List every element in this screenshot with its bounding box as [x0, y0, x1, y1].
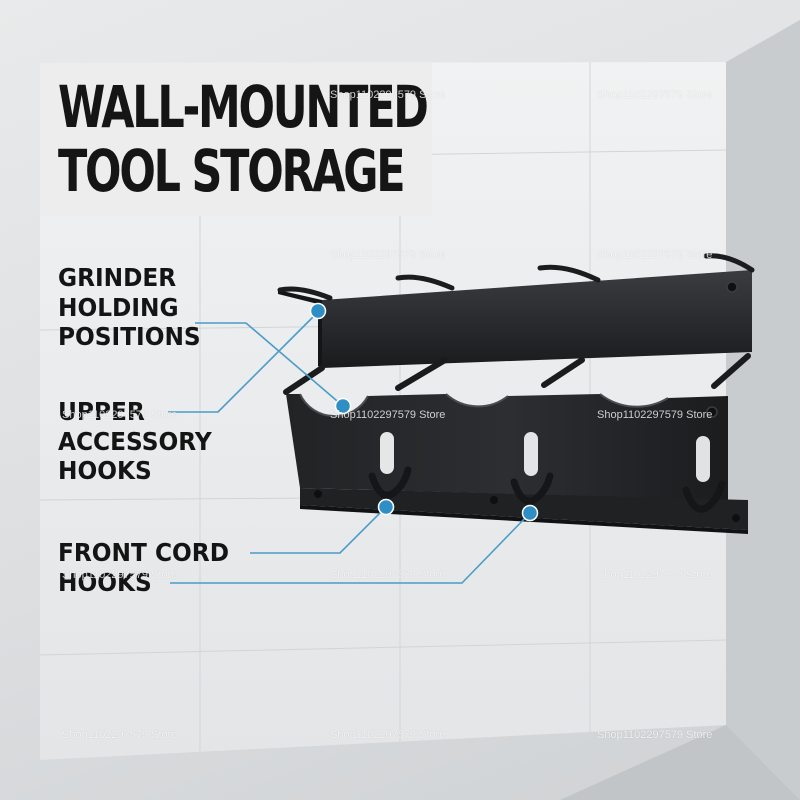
dot-cord-2 — [521, 504, 539, 522]
top-screw — [726, 281, 738, 293]
connector-arms — [283, 353, 751, 395]
slot-2 — [524, 432, 538, 476]
title-line-2: TOOL STORAGE — [58, 137, 406, 205]
callout-text: POSITIONS — [58, 322, 201, 351]
callout-upper-accessory: UPPER ACCESSORY HOOKS — [58, 397, 212, 486]
callout-text: ACCESSORY — [58, 426, 212, 456]
slot-1 — [380, 432, 394, 474]
watermark: Shop1102297579 Store — [330, 569, 446, 581]
top-hook-3 — [537, 264, 601, 283]
dot-grinder — [309, 302, 327, 320]
callout-grinder-holding: GRINDER HOLDING POSITIONS — [58, 263, 201, 352]
callout-text: FRONT CORD — [58, 538, 230, 567]
watermark: Shop1102297579 Store — [330, 729, 446, 741]
watermark: Shop1102297579 Store — [62, 569, 178, 581]
callout-text: HOOKS — [58, 456, 152, 485]
dot-cord-1 — [377, 498, 395, 516]
watermark: Shop1102297579 Store — [330, 89, 446, 101]
holder-screw — [706, 406, 718, 418]
top-hook-2 — [395, 274, 455, 291]
wall-side-shadow — [726, 20, 800, 800]
watermark: Shop1102297579 Store — [597, 249, 713, 261]
leader-lines — [168, 311, 531, 584]
watermark: Shop1102297579 Store — [597, 409, 713, 421]
dot-accessory — [334, 397, 352, 415]
slot-3 — [696, 436, 710, 482]
top-hook-4 — [703, 253, 755, 273]
watermark: Shop1102297579 Store — [597, 729, 713, 741]
callout-text: HOLDING — [58, 292, 179, 322]
callout-dots — [309, 302, 539, 522]
callout-text: HOOKS — [58, 567, 152, 597]
lower-holder-front — [286, 394, 728, 500]
floor-corner — [560, 725, 800, 800]
watermark: Shop1102297579 Store — [62, 409, 178, 421]
callout-front-cord: FRONT CORD HOOKS — [58, 538, 229, 597]
watermark: Shop1102297579 Store — [330, 249, 446, 261]
front-cord-hooks — [368, 466, 726, 513]
top-shelf-panel — [322, 270, 752, 368]
title-line-1: WALL-MOUNTED — [58, 73, 429, 141]
watermark: Shop1102297579 Store — [597, 569, 713, 581]
title-box — [40, 63, 432, 216]
top-hook-1 — [277, 286, 333, 301]
watermark: Shop1102297579 Store — [597, 89, 713, 101]
callout-text: GRINDER — [58, 263, 177, 292]
callout-text: UPPER — [58, 397, 145, 426]
watermark: Shop1102297579 Store — [330, 409, 446, 421]
watermark: Shop1102297579 Store — [62, 729, 178, 741]
